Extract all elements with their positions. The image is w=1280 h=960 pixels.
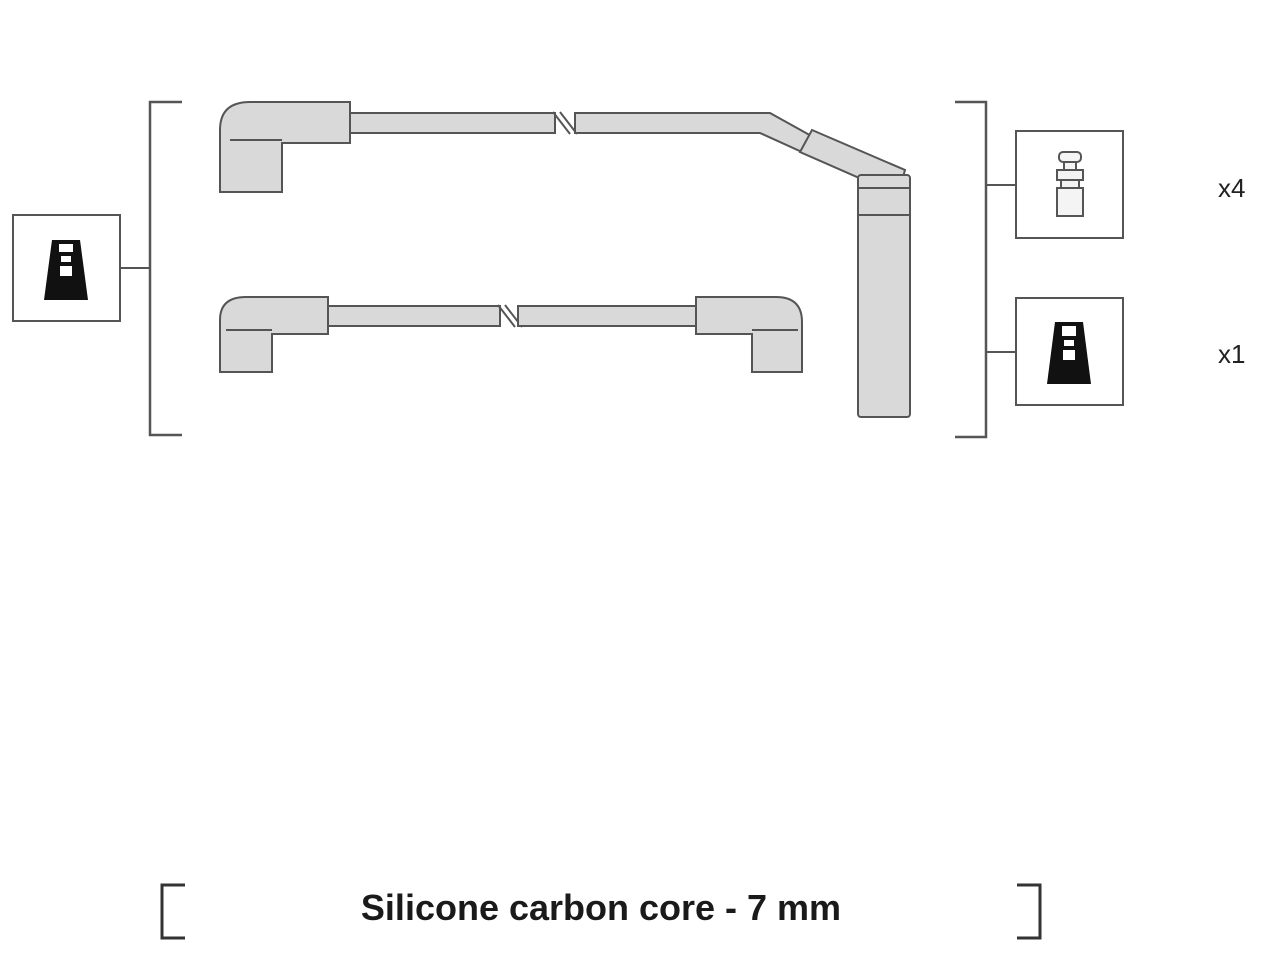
coil-connector-icon: [1047, 322, 1091, 384]
spark-plug-terminal-icon: [1056, 151, 1084, 217]
caption-left-bracket: [160, 883, 185, 940]
plug-end-quantity-label: x4: [1218, 173, 1245, 203]
distributor-cap-connector-icon: [44, 240, 88, 300]
bottom-cable: [219, 296, 803, 373]
right-bracket: [955, 100, 988, 439]
right-top-connector-box: [1015, 130, 1124, 239]
caption-text: Silicone carbon core - 7 mm: [361, 887, 841, 928]
coil-end-quantity-label: x1: [1218, 339, 1245, 369]
right-bottom-connector-box: [1015, 297, 1124, 406]
left-connector-box: [12, 214, 150, 322]
left-bracket: [148, 100, 182, 437]
caption-right-bracket: [1017, 883, 1042, 940]
top-cable: [219, 101, 911, 418]
